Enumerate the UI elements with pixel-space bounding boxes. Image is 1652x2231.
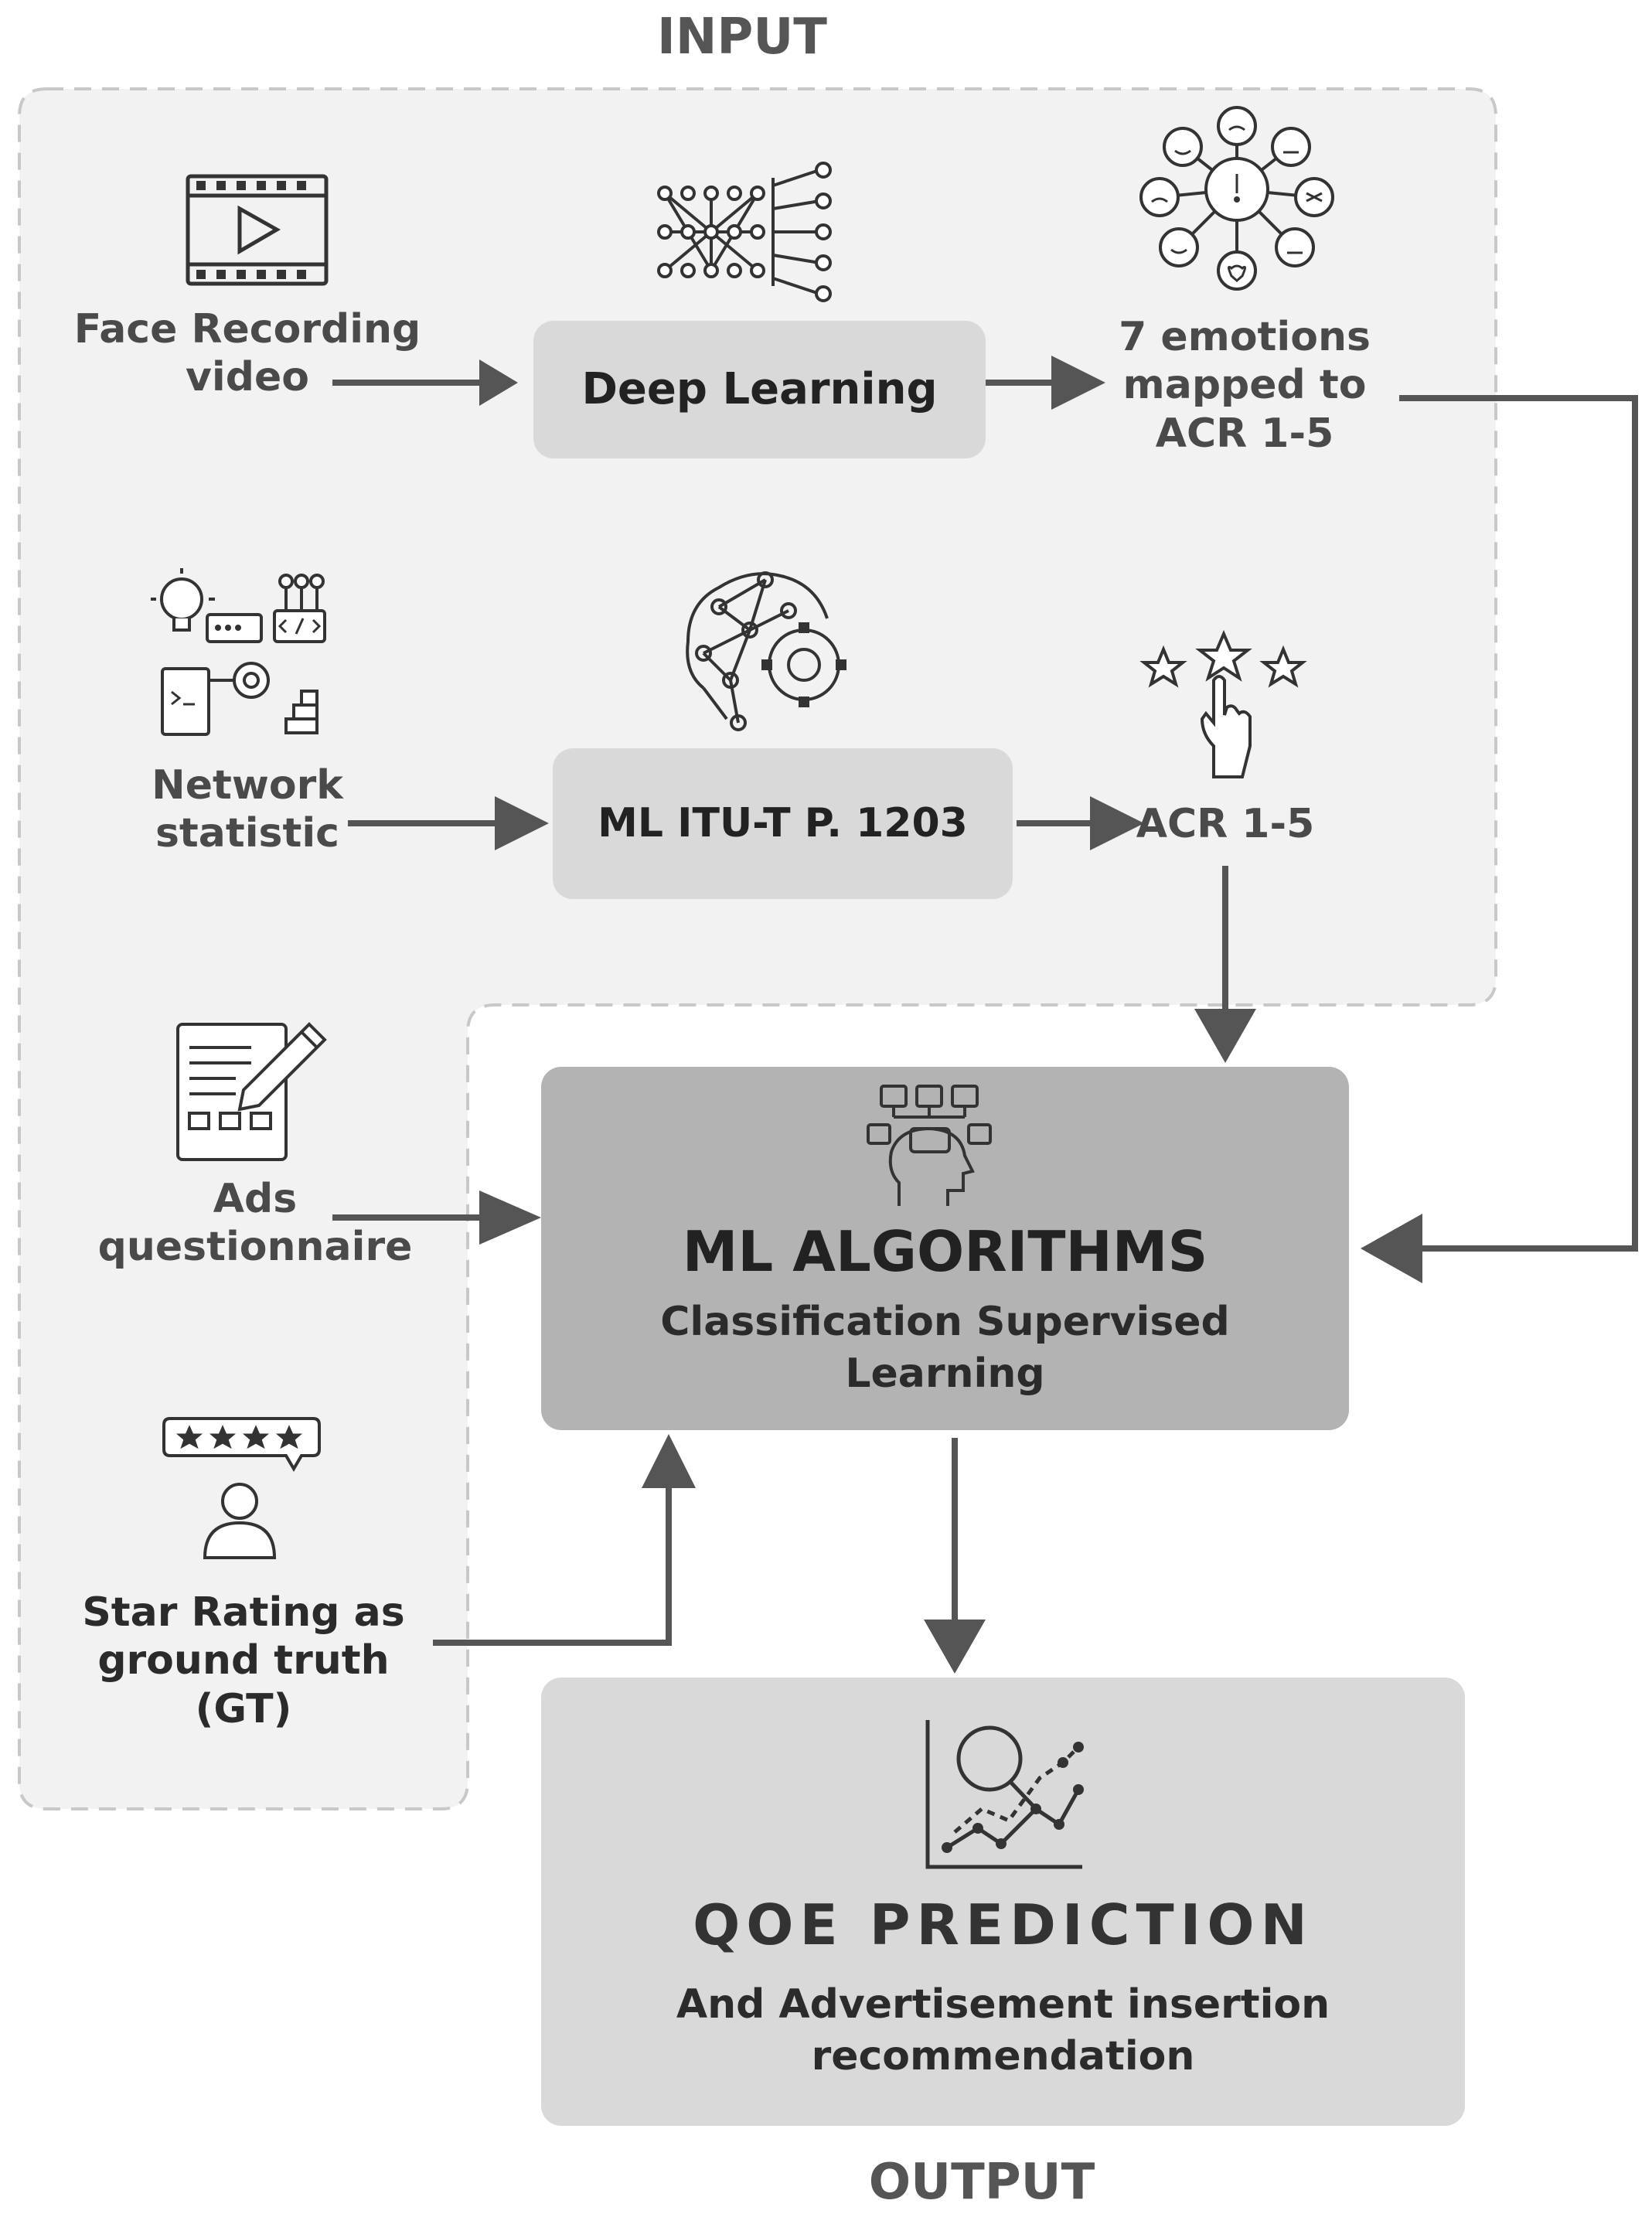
ml-head-icon <box>867 1085 992 1206</box>
output-title: OUTPUT <box>868 2154 1095 2211</box>
video-icon <box>186 174 329 286</box>
neural-network-icon <box>657 162 835 301</box>
star-rating-label: Star Rating as ground truth (GT) <box>82 1589 405 1732</box>
ads-questionnaire-label: Ads questionnaire <box>97 1176 413 1271</box>
ml-algorithms-title: ML ALGORITHMS <box>682 1219 1208 1285</box>
analytics-chart-icon <box>925 1720 1084 1869</box>
qoe-prediction-box: QOE PREDICTION And Advertisement inserti… <box>541 1678 1465 2126</box>
acr-label: ACR 1-5 <box>1136 801 1315 847</box>
questionnaire-icon <box>174 1017 329 1167</box>
star-rating-hand-icon <box>1140 630 1306 781</box>
ml-algorithms-box: ML ALGORITHMS Classification Supervised … <box>541 1067 1349 1430</box>
ai-brain-icon <box>680 564 846 731</box>
ml-itu-label: ML ITU-T P. 1203 <box>598 800 968 847</box>
deep-learning-box: Deep Learning <box>533 321 986 458</box>
user-rating-icon <box>162 1415 321 1562</box>
network-statistic-label: Network statistic <box>152 762 343 857</box>
input-title: INPUT <box>657 9 827 66</box>
network-tools-icon <box>147 564 336 738</box>
ml-algorithms-subtitle: Classification Supervised Learning <box>660 1298 1230 1398</box>
qoe-prediction-title: QOE PREDICTION <box>693 1892 1313 1958</box>
ml-itu-box: ML ITU-T P. 1203 <box>553 748 1013 899</box>
face-recording-label: Face Recording video <box>73 306 421 401</box>
emotions-label: 7 emotions mapped to ACR 1-5 <box>1119 314 1371 457</box>
qoe-prediction-subtitle: And Advertisement insertion recommendati… <box>676 1981 1330 2080</box>
deep-learning-label: Deep Learning <box>581 364 938 415</box>
emotions-icon <box>1133 104 1341 290</box>
